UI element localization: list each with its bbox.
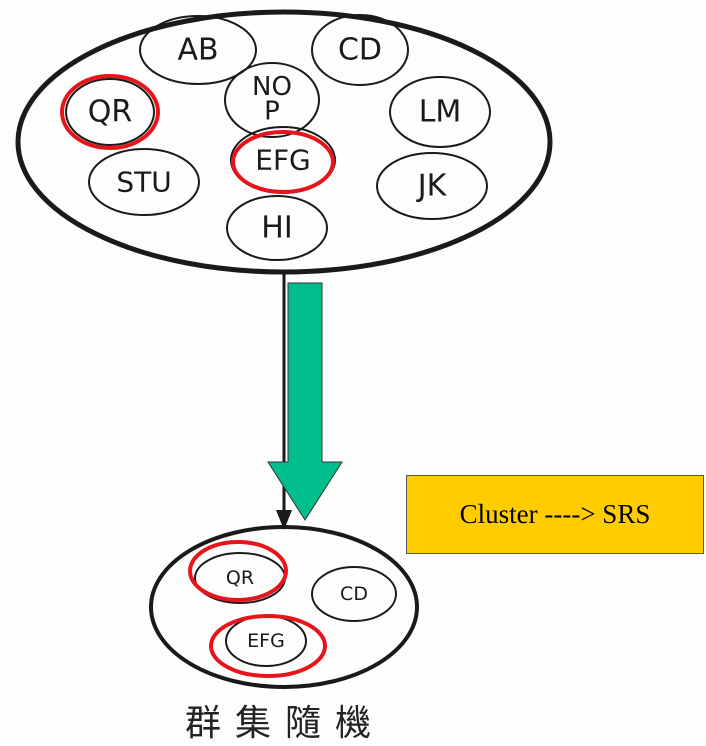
population-cluster-efg: EFG: [230, 126, 336, 194]
cluster-label: STU: [116, 166, 171, 199]
cluster-label: HI: [261, 211, 292, 246]
cluster-circle: [65, 78, 155, 146]
sample-ellipse: [149, 525, 419, 689]
population-cluster-hi: HI: [226, 195, 328, 261]
population-cluster-lm: LM: [389, 76, 491, 148]
sample-cluster-cd: CD: [311, 566, 397, 622]
cluster-label: QR: [226, 567, 254, 589]
selected-highlight-ring: [231, 130, 335, 194]
cluster-srs-label-box: Cluster ----> SRS: [406, 475, 704, 554]
cluster-circle: [88, 148, 200, 216]
cluster-label: QR: [88, 95, 132, 130]
population-cluster-stu: STU: [88, 148, 200, 216]
caption-cluster-random: 群集隨機: [184, 703, 385, 744]
population-cluster-ab: AB: [139, 15, 257, 85]
sample-cluster-qr: QR: [188, 540, 288, 604]
cluster-label: CD: [340, 583, 368, 605]
selected-highlight-ring: [188, 540, 288, 602]
population-cluster-jk: JK: [376, 152, 488, 220]
green-down-arrow: [267, 282, 343, 521]
cluster-circle: [376, 152, 488, 220]
cluster-label: EFG: [255, 144, 311, 177]
cluster-circle: [226, 195, 328, 261]
selected-highlight-ring: [60, 74, 160, 150]
cluster-circle: [311, 566, 397, 622]
cluster-srs-label: Cluster ----> SRS: [459, 499, 651, 529]
cluster-label: LM: [419, 95, 462, 130]
cluster-label: JK: [416, 169, 448, 204]
connector-arrowhead: [276, 510, 292, 530]
cluster-circle: [311, 14, 409, 86]
cluster-circle: [139, 15, 257, 85]
cluster-circle: [224, 62, 320, 138]
cluster-label: CD: [338, 33, 382, 68]
cluster-label: AB: [177, 33, 218, 68]
population-cluster-qr: QR: [60, 74, 160, 150]
population-cluster-cd: CD: [311, 14, 409, 86]
cluster-label: EFG: [247, 630, 285, 652]
cluster-circle: [389, 76, 491, 148]
selected-highlight-ring: [209, 614, 327, 678]
sample-cluster-efg: EFG: [209, 614, 327, 678]
